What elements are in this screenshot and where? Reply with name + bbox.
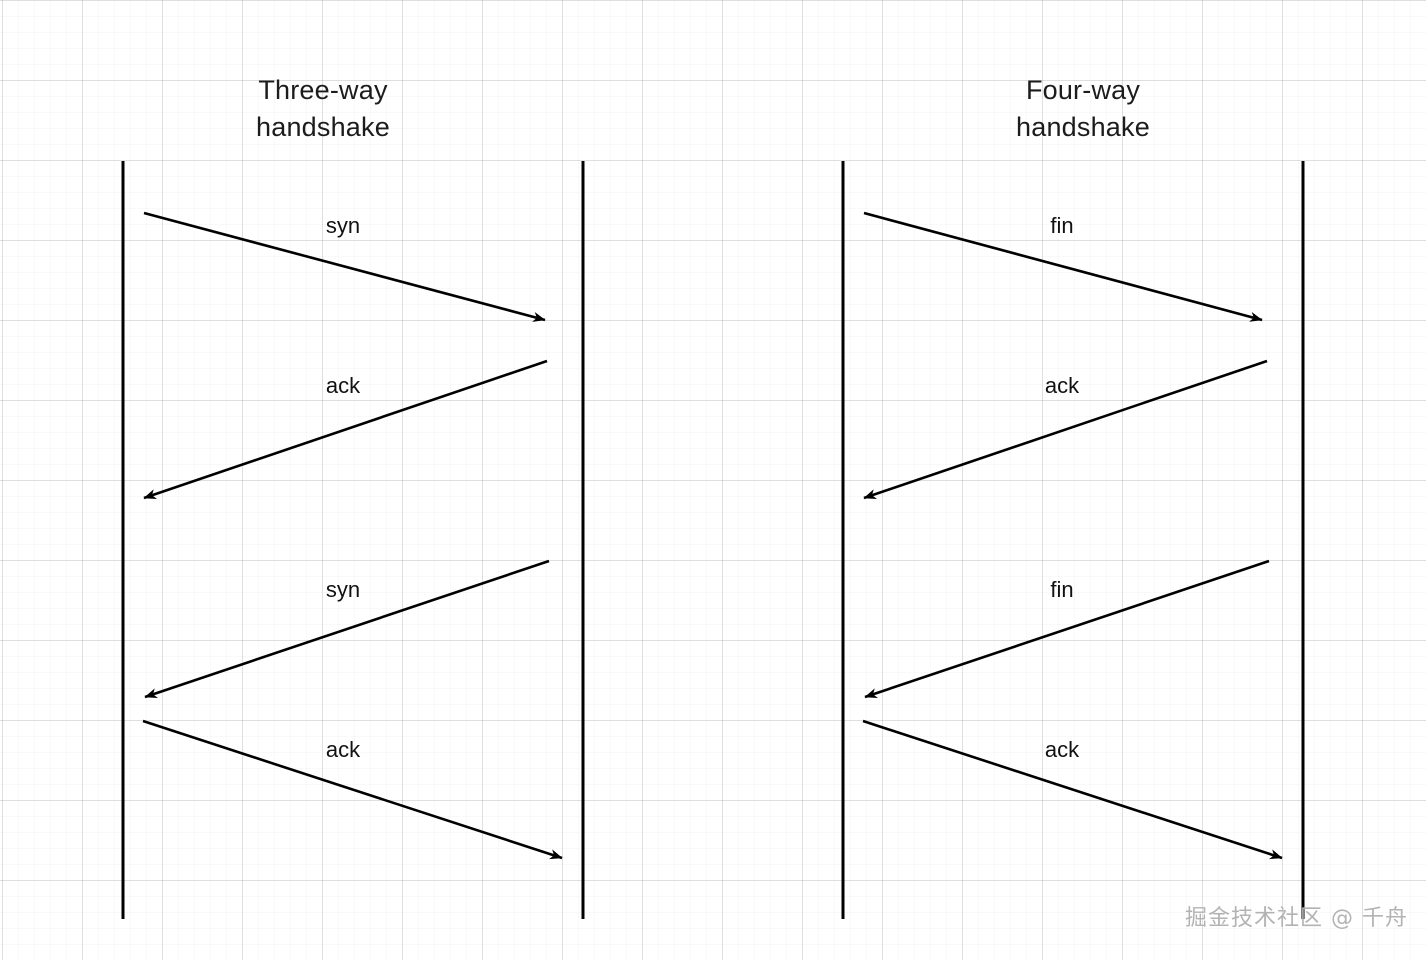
- three-way-message-label-3: syn: [325, 577, 361, 602]
- title-three-way-handshake: Three-way handshake: [256, 75, 390, 142]
- three-way-message-arrow-4-ack: [142, 719, 563, 860]
- four-way-message-label-4: ack: [1044, 737, 1080, 762]
- three-way-message-label-1: syn: [325, 213, 361, 238]
- three-way-message-label-4: ack: [325, 737, 361, 762]
- title-four-way-handshake: Four-way handshake: [1016, 75, 1150, 142]
- three-way-message-arrow-2-ack: [143, 359, 548, 500]
- three-way-message-arrow-1-syn: [143, 211, 546, 322]
- watermark-text: 掘金技术社区 @ 千舟: [1185, 906, 1408, 931]
- diagram-geometry: [121, 161, 1305, 919]
- four-way-message-arrow-3-fin: [864, 559, 1270, 699]
- four-way-message-label-2: ack: [1044, 373, 1080, 398]
- three-way-message-arrow-3-syn: [144, 559, 550, 699]
- four-way-message-label-3: fin: [1050, 577, 1074, 602]
- four-way-message-arrow-4-ack: [862, 719, 1283, 860]
- three-way-message-label-2: ack: [325, 373, 361, 398]
- four-way-message-arrow-1-fin: [863, 211, 1263, 322]
- four-way-message-label-1: fin: [1050, 213, 1074, 238]
- four-way-message-arrow-2-ack: [863, 359, 1268, 500]
